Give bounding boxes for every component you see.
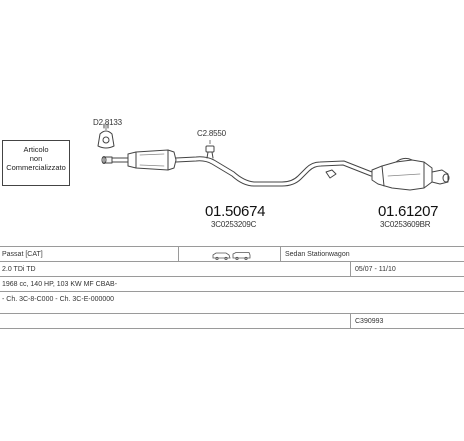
info-row-spec: 1968 cc, 140 HP, 103 KW MF CBAB- xyxy=(0,276,464,292)
info-row-model: Passat [CAT] Sedan Stationwagon xyxy=(0,246,464,262)
info-row-engine: 2.0 TDi TD 05/07 - 11/10 xyxy=(0,261,464,277)
notice-line-1: Articolo xyxy=(23,145,49,154)
front-clamp-number[interactable]: D2.8133 xyxy=(93,118,122,127)
exhaust-diagram xyxy=(97,123,450,191)
rear-silencer-oe: 3C0253609BR xyxy=(380,220,431,229)
col-divider xyxy=(178,247,179,262)
vehicle-body: Sedan Stationwagon xyxy=(285,251,350,258)
mid-clamp-number[interactable]: C2.8550 xyxy=(197,129,226,138)
middle-silencer-oe: 3C0253209C xyxy=(211,220,257,229)
vehicle-period: 05/07 - 11/10 xyxy=(355,266,396,273)
middle-silencer-body xyxy=(127,149,177,171)
col-divider xyxy=(350,314,351,329)
rear-silencer-number[interactable]: 01.61207 xyxy=(378,203,439,220)
front-pipe xyxy=(101,156,129,164)
vehicle-spec: 1968 cc, 140 HP, 103 KW MF CBAB- xyxy=(2,281,118,288)
notice-line-2: non xyxy=(29,154,43,163)
vehicle-engine: 2.0 TDi TD xyxy=(2,266,36,273)
col-divider xyxy=(350,262,351,277)
info-row-chassis: - Ch. 3C-8-C000 - Ch. 3C-E-000000 xyxy=(0,291,464,314)
col-divider xyxy=(280,247,281,262)
reference-code: C390993 xyxy=(355,318,384,325)
notice-line-3: Commercializzato xyxy=(6,163,66,172)
info-table-bottom xyxy=(0,328,464,330)
info-row-ref: C390993 xyxy=(0,313,464,329)
vehicle-model: Passat [CAT] xyxy=(2,251,43,258)
vehicle-chassis: - Ch. 3C-8-C000 - Ch. 3C-E-000000 xyxy=(2,296,115,303)
front-clamp-shape xyxy=(97,123,115,149)
not-commercialized-box: Articolo non Commercializzato xyxy=(2,140,70,186)
hanger-rear-pipe xyxy=(325,169,337,179)
middle-silencer-number[interactable]: 01.50674 xyxy=(205,203,266,220)
hanger-mid xyxy=(205,145,215,159)
car-sedan-wagon-icon xyxy=(212,252,251,260)
rear-silencer-body xyxy=(371,157,450,191)
intermediate-pipe xyxy=(175,156,373,187)
